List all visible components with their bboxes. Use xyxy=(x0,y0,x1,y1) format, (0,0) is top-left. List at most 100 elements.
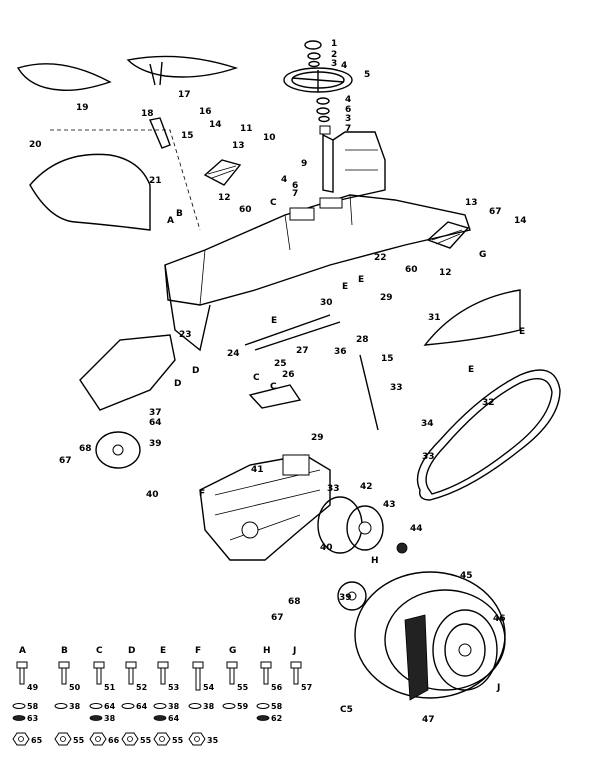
legend-nut-number: 55 xyxy=(172,736,184,745)
label-part-11: 11 xyxy=(240,124,253,134)
label-part-42: 42 xyxy=(360,482,373,492)
lock-washer-icon xyxy=(153,715,167,721)
label-part-37: 37 xyxy=(149,408,162,418)
label-part-29b: 29 xyxy=(311,433,324,443)
lock-washer-icon xyxy=(256,715,270,721)
label-part-68: 68 xyxy=(79,444,92,454)
bolt-shank-icon xyxy=(160,667,166,685)
label-part-27: 27 xyxy=(296,346,309,356)
label-part-5: 5 xyxy=(364,70,370,80)
callout-C2: C xyxy=(253,373,260,383)
bolt-shank-icon xyxy=(195,667,201,691)
callout-A: A xyxy=(167,216,174,226)
legend-washer-number: 58 xyxy=(271,702,283,711)
legend-washer-number: 38 xyxy=(203,702,215,711)
label-part-47: 47 xyxy=(422,715,435,725)
label-part-39b: 39 xyxy=(339,593,352,603)
bolt-head-icon xyxy=(58,661,70,669)
label-part-46: 46 xyxy=(493,614,506,624)
fender-right xyxy=(423,289,521,346)
label-part-13b: 13 xyxy=(465,198,478,208)
nut-44 xyxy=(396,542,408,554)
label-part-60: 60 xyxy=(239,205,252,215)
label-part-60b: 60 xyxy=(405,265,418,275)
washer-icon xyxy=(121,703,135,709)
label-part-23: 23 xyxy=(179,330,192,340)
label-part-24: 24 xyxy=(227,349,240,359)
callout-E1: E xyxy=(271,316,277,326)
label-part-64: 64 xyxy=(149,418,162,428)
label-part-67c: 67 xyxy=(271,613,284,623)
label-part-6: 6 xyxy=(345,105,351,115)
bolt-shank-icon xyxy=(293,667,299,685)
label-part-33b: 33 xyxy=(327,484,340,494)
legend-letter: D xyxy=(128,646,135,656)
label-part-26: 26 xyxy=(282,370,295,380)
label-part-14: 14 xyxy=(209,120,222,130)
label-part-19: 19 xyxy=(76,103,89,113)
label-part-4: 4 xyxy=(341,61,347,71)
bolt-shank-icon xyxy=(263,667,269,685)
legend-nut-number: 65 xyxy=(31,736,43,745)
label-part-10: 10 xyxy=(263,133,276,143)
hub-lower xyxy=(337,581,367,611)
rear-wheel-tire xyxy=(354,571,506,701)
label-part-17: 17 xyxy=(178,90,191,100)
callout-D1: D xyxy=(192,366,199,376)
label-part-45: 45 xyxy=(460,571,473,581)
letter-callouts: A B C C C D D E E E E E F G H J xyxy=(167,198,525,693)
hex-nut-icon xyxy=(121,732,139,746)
label-part-43: 43 xyxy=(383,500,396,510)
label-part-4c: 4 xyxy=(281,175,287,185)
pulley xyxy=(317,496,384,554)
bolt-shank-icon xyxy=(128,667,134,685)
legend-bolt-number: 49 xyxy=(27,683,39,692)
legend-bolt-number: 54 xyxy=(203,683,215,692)
legend-washer-number: 64 xyxy=(136,702,148,711)
label-part-21: 21 xyxy=(149,176,162,186)
bolt-head-icon xyxy=(290,661,302,669)
washer-icon xyxy=(188,703,202,709)
label-part-16: 16 xyxy=(199,107,212,117)
legend-letter: G xyxy=(229,646,236,656)
callout-J: J xyxy=(496,683,500,693)
bolt-shank-icon xyxy=(19,667,25,685)
bolt-shank-icon xyxy=(96,667,102,685)
legend-bolt-number: 52 xyxy=(136,683,147,692)
label-part-4b: 4 xyxy=(345,95,351,105)
lock-washer-icon xyxy=(12,715,26,721)
legend-nut-number: 55 xyxy=(140,736,152,745)
label-part-40b: 40 xyxy=(320,543,333,553)
label-part-9: 9 xyxy=(301,159,307,169)
legend-letter: B xyxy=(61,646,68,656)
callout-B: B xyxy=(176,209,183,219)
legend-washer-number: 38 xyxy=(69,702,81,711)
label-part-31: 31 xyxy=(428,313,441,323)
legend-letter: E xyxy=(160,646,166,656)
label-part-40: 40 xyxy=(146,490,159,500)
legend-washer-number: 58 xyxy=(27,702,39,711)
main-frame xyxy=(164,194,471,306)
callout-F: F xyxy=(199,489,205,499)
washer-icon xyxy=(89,703,103,709)
label-part-67b: 67 xyxy=(59,456,72,466)
legend-bolt-number: 55 xyxy=(237,683,249,692)
label-part-29: 29 xyxy=(380,293,393,303)
label-part-12b: 12 xyxy=(439,268,452,278)
callout-C3: C xyxy=(270,382,277,392)
legend-letter: A xyxy=(19,646,26,656)
lock-washer-icon xyxy=(89,715,103,721)
callout-E4: E xyxy=(519,327,525,337)
callout-D2: D xyxy=(174,379,181,389)
hardware-legend: A49586365B503855C51643866D526455E5338645… xyxy=(12,646,312,746)
legend-letter: F xyxy=(195,646,201,656)
label-part-36: 36 xyxy=(334,347,347,357)
pedals xyxy=(203,159,470,249)
legend-letter: C xyxy=(96,646,103,656)
legend-letter: H xyxy=(263,646,271,656)
label-part-22: 22 xyxy=(374,253,387,263)
